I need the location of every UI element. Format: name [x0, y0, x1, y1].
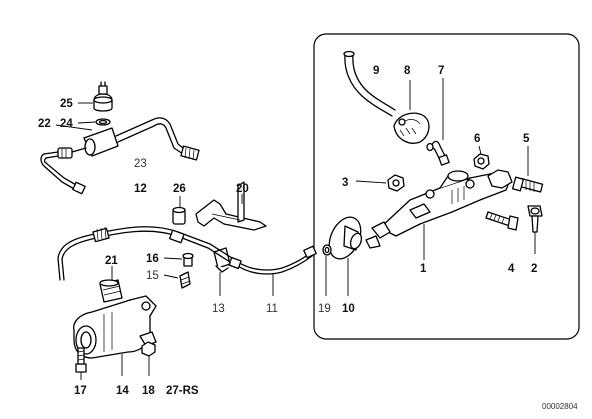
callout-12: 12 [134, 183, 147, 195]
callout-26: 26 [173, 183, 186, 195]
leader-6 [478, 145, 482, 155]
sleeve-26 [172, 206, 186, 225]
leader-22 [55, 124, 93, 131]
callout-3: 3 [342, 177, 348, 189]
callout-13: 13 [212, 303, 225, 315]
rubber-boot [328, 216, 363, 260]
callout-8: 8 [404, 65, 411, 77]
fitting-16 [182, 252, 194, 267]
callout-19: 19 [318, 303, 331, 315]
bolt-5 [511, 176, 544, 193]
hex-nut-6 [473, 153, 490, 170]
hex-nut-18 [141, 341, 156, 357]
bolt-17 [75, 347, 87, 373]
pressure-switch [93, 81, 113, 112]
callout-2: 2 [531, 263, 537, 275]
leader-24 [77, 121, 96, 124]
callout-7: 7 [438, 65, 444, 77]
pipe-with-switch [40, 117, 200, 195]
dust-sleeve [99, 279, 123, 303]
bleeder-15 [179, 271, 191, 289]
callout-23: 23 [134, 158, 147, 170]
callout-1: 1 [420, 263, 427, 275]
callout-17: 17 [74, 385, 87, 397]
callout-25: 25 [60, 98, 73, 110]
clutch-hose [228, 245, 317, 275]
callout-21: 21 [105, 255, 118, 267]
master-cylinder [365, 169, 513, 249]
callout-18: 18 [142, 385, 155, 397]
drawing-number: 00002804 [542, 402, 578, 411]
o-ring-19 [322, 244, 332, 256]
callout-16: 16 [146, 253, 159, 265]
pipe-elbow [426, 140, 450, 166]
callout-24: 24 [60, 118, 73, 130]
grommet [393, 112, 430, 144]
bolt-2 [527, 205, 543, 233]
callout-15: 15 [146, 270, 159, 282]
leader-15 [163, 274, 179, 279]
callout-22: 22 [38, 118, 51, 130]
callout-5: 5 [523, 133, 530, 145]
callout-14: 14 [116, 385, 129, 397]
sealing-ring-24 [95, 118, 111, 126]
callout-4: 4 [508, 263, 515, 275]
callout-6: 6 [474, 133, 480, 145]
slave-cylinder [73, 295, 157, 359]
callout-27-rs: 27-RS [166, 385, 199, 397]
clutch-pipe [57, 226, 233, 281]
leader-16 [163, 257, 183, 260]
callout-10: 10 [342, 303, 355, 315]
bracket-clip [213, 247, 231, 273]
reservoir-hose [343, 50, 396, 117]
master-cylinder-group-box [313, 33, 580, 340]
bolt-4 [485, 211, 519, 231]
callout-20: 20 [236, 183, 249, 195]
callout-11: 11 [266, 303, 278, 315]
leader-3 [355, 180, 387, 184]
callout-9: 9 [373, 65, 379, 77]
hex-nut-3 [387, 174, 405, 192]
mounting-bracket [195, 181, 267, 231]
